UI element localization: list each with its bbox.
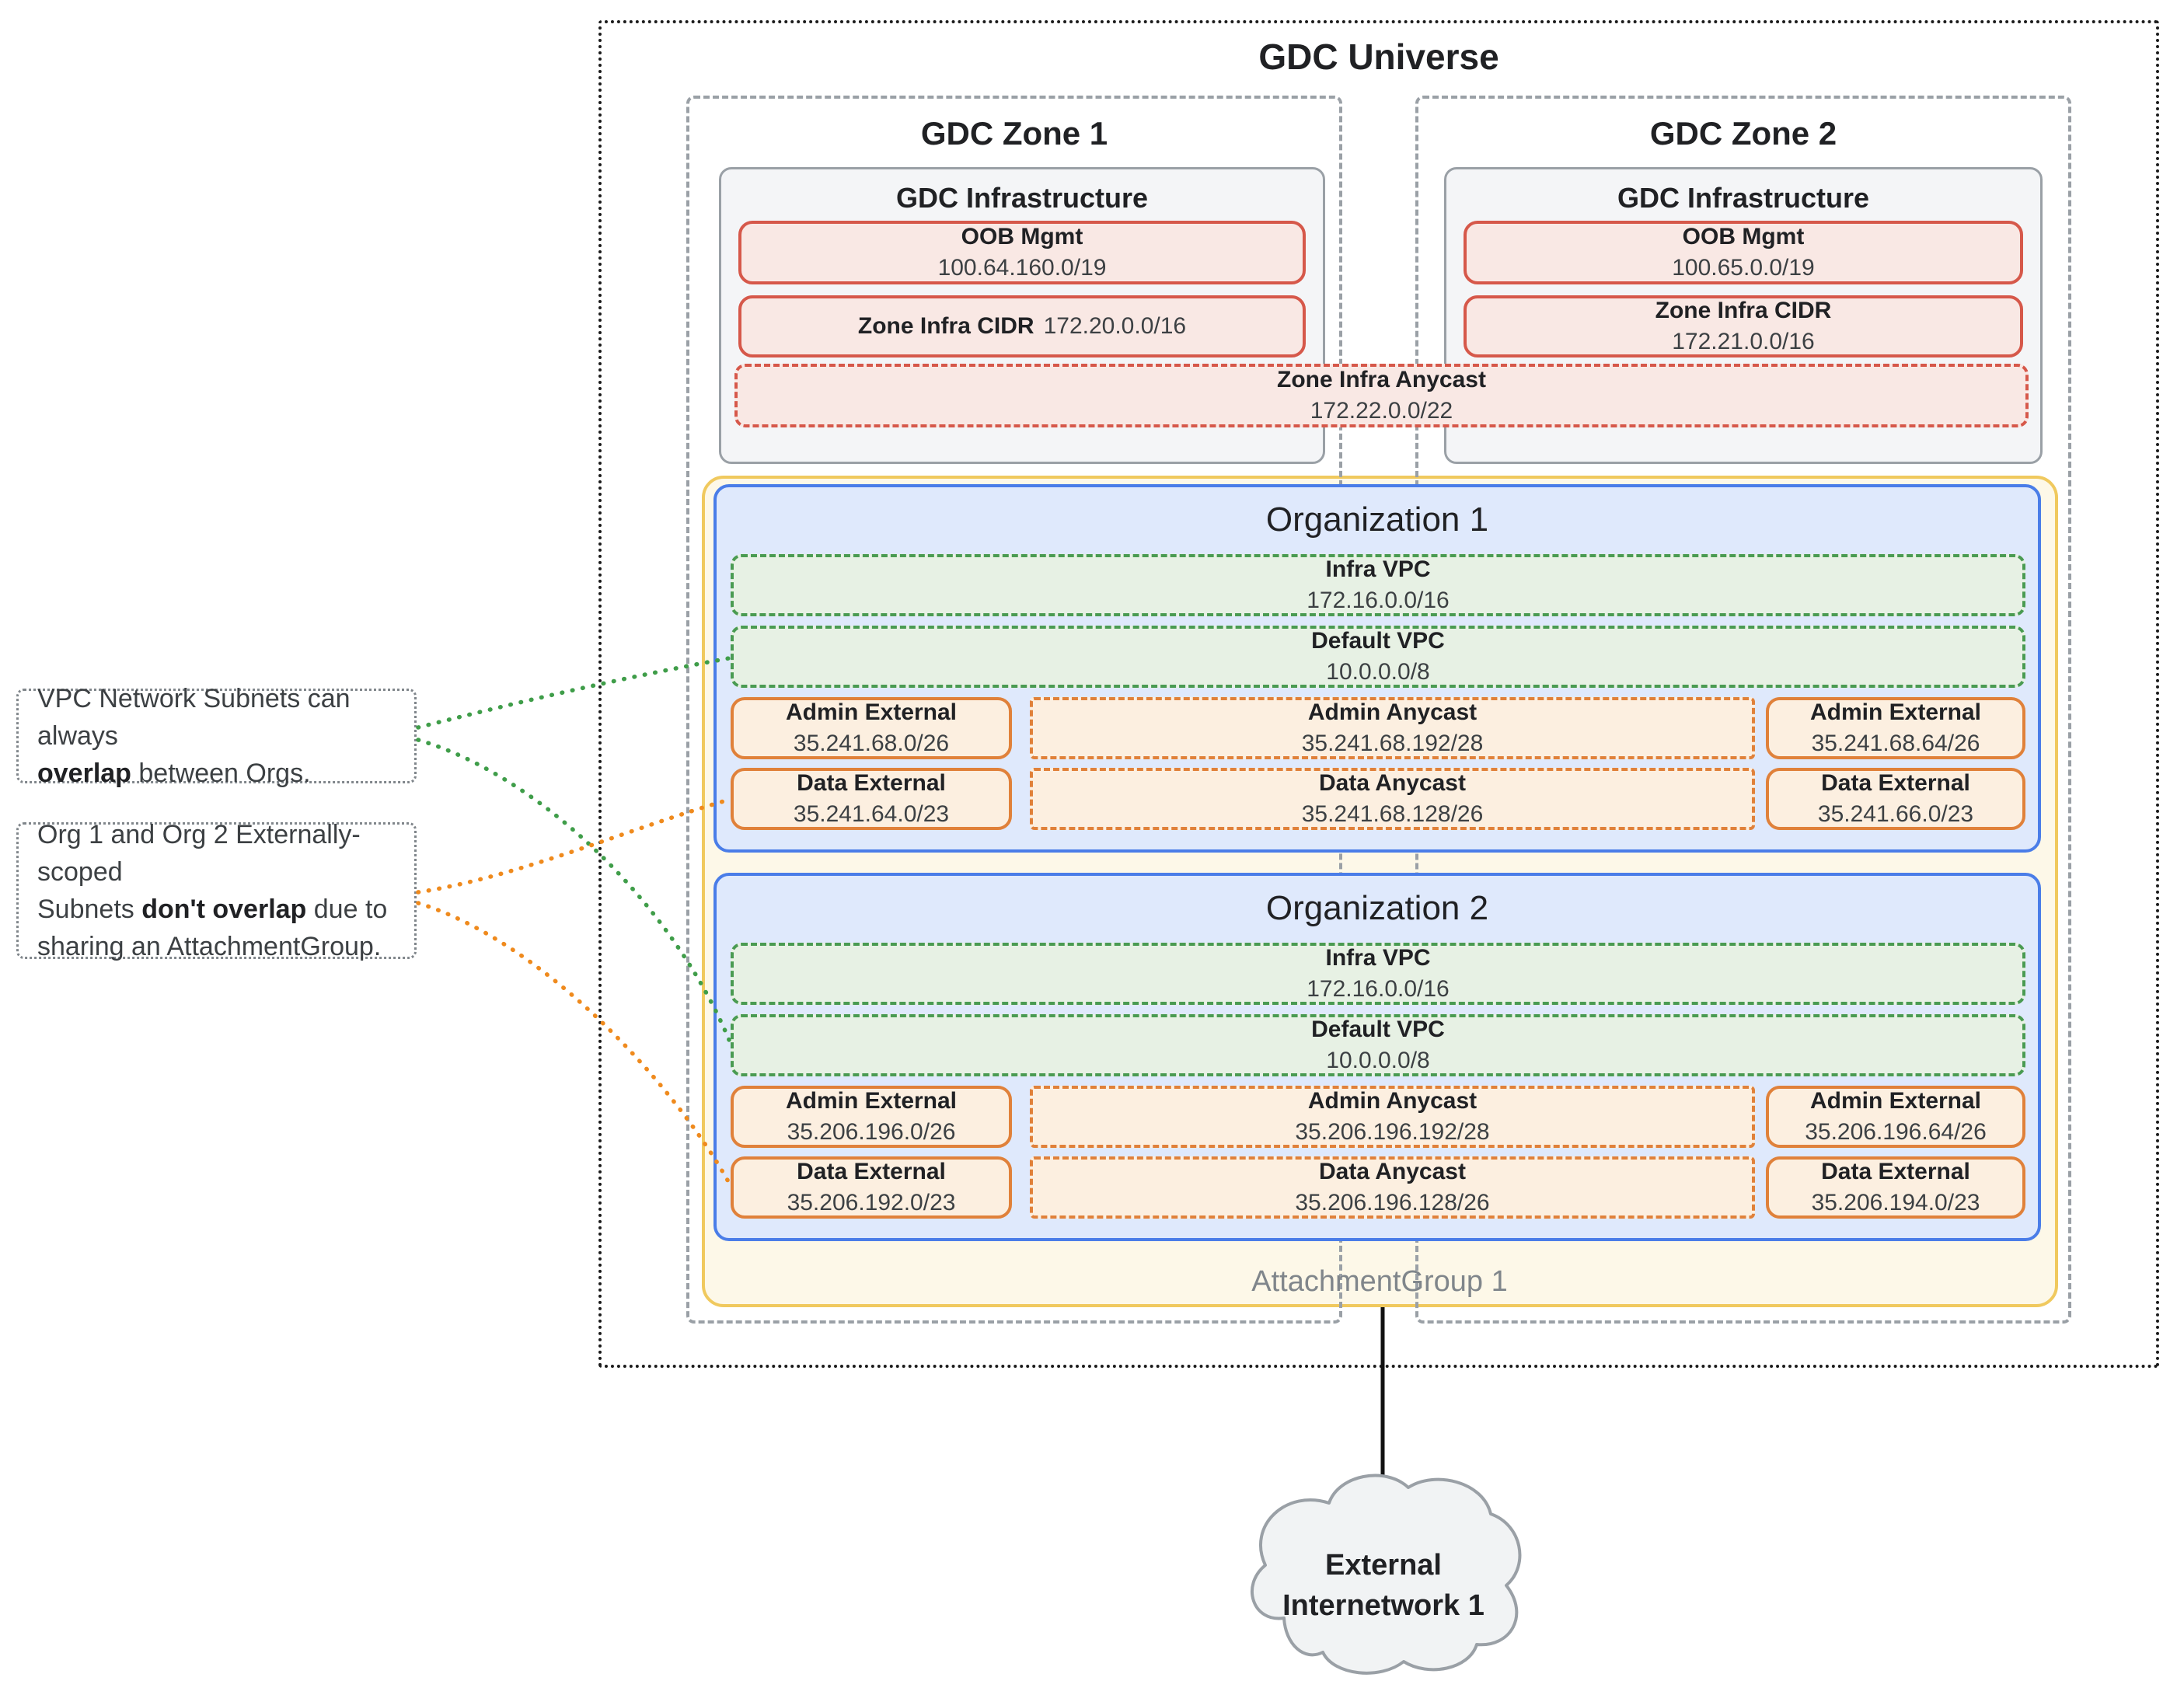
org1-admin-anycast-label: Admin Anycast	[1307, 699, 1478, 725]
note-subnets-dont-overlap: Org 1 and Org 2 Externally-scoped Subnet…	[16, 820, 417, 961]
universe-title: GDC Universe	[1258, 37, 1499, 77]
zone2-infra-cidr-label: Zone Infra CIDR	[1655, 298, 1832, 323]
org1-data-external-right-label: Data External	[1821, 770, 1970, 796]
org2-admin-external-right-box: Admin External 35.206.196.64/26	[1766, 1086, 2025, 1148]
org2-default-vpc-cidr: 10.0.0.0/8	[1326, 1048, 1430, 1073]
org2-admin-external-left-box: Admin External 35.206.196.0/26	[731, 1086, 1012, 1148]
org2-data-external-left-label: Data External	[797, 1159, 946, 1184]
org1-data-external-left-label: Data External	[797, 770, 946, 796]
note2-line1: Org 1 and Org 2 Externally-scoped	[37, 820, 361, 887]
org2-admin-external-right-cidr: 35.206.196.64/26	[1805, 1119, 1987, 1145]
org2-infra-vpc-cidr: 172.16.0.0/16	[1307, 976, 1450, 1002]
org2-admin-anycast-box: Admin Anycast 35.206.196.192/28	[1030, 1086, 1755, 1148]
org1-data-external-right-cidr: 35.241.66.0/23	[1817, 801, 1974, 827]
org1-admin-external-right-cidr: 35.241.68.64/26	[1811, 731, 1980, 756]
org2-data-external-right-label: Data External	[1821, 1159, 1970, 1184]
org2-admin-external-left-cidr: 35.206.196.0/26	[787, 1119, 956, 1145]
org2-admin-external-right-label: Admin External	[1809, 1088, 1982, 1114]
org1-admin-external-left-box: Admin External 35.241.68.0/26	[731, 697, 1012, 759]
zone2-oob-mgmt-box: OOB Mgmt 100.65.0.0/19	[1464, 221, 2023, 284]
org1-data-anycast-box: Data Anycast 35.241.68.128/26	[1030, 768, 1755, 830]
external-internetwork-line1: External	[1325, 1549, 1442, 1582]
org2-data-anycast-box: Data Anycast 35.206.196.128/26	[1030, 1156, 1755, 1219]
org2-infra-vpc-box: Infra VPC 172.16.0.0/16	[731, 943, 2025, 1005]
zone1-infra-cidr-value: 172.20.0.0/16	[1043, 313, 1187, 339]
org2-admin-external-left-label: Admin External	[785, 1088, 958, 1114]
zone1-title: GDC Zone 1	[920, 115, 1108, 152]
zone2-infrastructure-title: GDC Infrastructure	[1617, 182, 1870, 214]
org2-data-anycast-cidr: 35.206.196.128/26	[1295, 1190, 1490, 1215]
org1-data-external-left-cidr: 35.241.64.0/23	[793, 801, 950, 827]
zone1-infra-cidr-label: Zone Infra CIDR	[857, 313, 1034, 339]
note2-bold: don't overlap	[141, 895, 307, 924]
org1-admin-anycast-cidr: 35.241.68.192/28	[1301, 731, 1484, 756]
org2-data-anycast-label: Data Anycast	[1319, 1159, 1466, 1184]
org1-admin-external-left-cidr: 35.241.68.0/26	[793, 731, 950, 756]
note2-post: due to	[306, 895, 388, 924]
org1-data-external-left-box: Data External 35.241.64.0/23	[731, 768, 1012, 830]
org2-data-external-left-cidr: 35.206.192.0/23	[787, 1190, 956, 1215]
zone2-infra-cidr-value: 172.21.0.0/16	[1672, 329, 1815, 354]
org2-data-external-right-cidr: 35.206.194.0/23	[1811, 1190, 1980, 1215]
zone1-infrastructure-title: GDC Infrastructure	[895, 182, 1149, 214]
note-subnets-overlap: VPC Network Subnets can always overlap b…	[16, 684, 417, 788]
zone-infra-anycast-cidr: 172.22.0.0/22	[1310, 398, 1453, 424]
org1-data-anycast-cidr: 35.241.68.128/26	[1301, 801, 1484, 827]
zone1-infra-cidr-box: Zone Infra CIDR 172.20.0.0/16	[738, 295, 1306, 357]
zone2-title: GDC Zone 2	[1649, 115, 1837, 152]
org2-admin-anycast-label: Admin Anycast	[1307, 1088, 1478, 1114]
attachment-group-label: AttachmentGroup 1	[1251, 1265, 1508, 1298]
org2-default-vpc-label: Default VPC	[1311, 1017, 1445, 1042]
zone-infra-anycast-label: Zone Infra Anycast	[1277, 367, 1486, 392]
note1-line1: VPC Network Subnets can always	[37, 684, 351, 751]
organization2-title: Organization 2	[1265, 889, 1489, 927]
org1-admin-external-left-label: Admin External	[785, 699, 958, 725]
org1-infra-vpc-cidr: 172.16.0.0/16	[1307, 588, 1450, 613]
org2-default-vpc-box: Default VPC 10.0.0.0/8	[731, 1014, 2025, 1076]
org1-default-vpc-label: Default VPC	[1311, 628, 1445, 654]
zone2-infra-cidr-box: Zone Infra CIDR 172.21.0.0/16	[1464, 295, 2023, 357]
org1-infra-vpc-label: Infra VPC	[1325, 556, 1431, 582]
org2-infra-vpc-label: Infra VPC	[1325, 945, 1431, 971]
org1-data-external-right-box: Data External 35.241.66.0/23	[1766, 768, 2025, 830]
note1-rest: between Orgs.	[131, 759, 311, 788]
external-internetwork-label: External Internetwork 1	[1228, 1545, 1539, 1626]
org2-admin-anycast-cidr: 35.206.196.192/28	[1295, 1119, 1490, 1145]
zone2-oob-label: OOB Mgmt	[1682, 224, 1805, 249]
organization1-title: Organization 1	[1265, 500, 1489, 539]
org1-admin-anycast-box: Admin Anycast 35.241.68.192/28	[1030, 697, 1755, 759]
zone1-oob-mgmt-box: OOB Mgmt 100.64.160.0/19	[738, 221, 1306, 284]
org1-default-vpc-cidr: 10.0.0.0/8	[1326, 659, 1430, 685]
org2-data-external-left-box: Data External 35.206.192.0/23	[731, 1156, 1012, 1219]
note2-line3: sharing an AttachmentGroup.	[37, 932, 382, 961]
zone1-oob-cidr: 100.64.160.0/19	[937, 255, 1107, 281]
org1-data-anycast-label: Data Anycast	[1319, 770, 1466, 796]
note1-bold: overlap	[37, 759, 131, 788]
zone1-oob-label: OOB Mgmt	[961, 224, 1083, 249]
zone-infra-anycast-box: Zone Infra Anycast 172.22.0.0/22	[734, 364, 2029, 427]
external-internetwork-line2: Internetwork 1	[1282, 1589, 1484, 1622]
zone2-oob-cidr: 100.65.0.0/19	[1672, 255, 1815, 281]
org1-admin-external-right-label: Admin External	[1809, 699, 1982, 725]
org1-default-vpc-box: Default VPC 10.0.0.0/8	[731, 626, 2025, 688]
org1-infra-vpc-box: Infra VPC 172.16.0.0/16	[731, 554, 2025, 616]
org1-admin-external-right-box: Admin External 35.241.68.64/26	[1766, 697, 2025, 759]
org2-data-external-right-box: Data External 35.206.194.0/23	[1766, 1156, 2025, 1219]
note2-pre: Subnets	[37, 895, 142, 924]
